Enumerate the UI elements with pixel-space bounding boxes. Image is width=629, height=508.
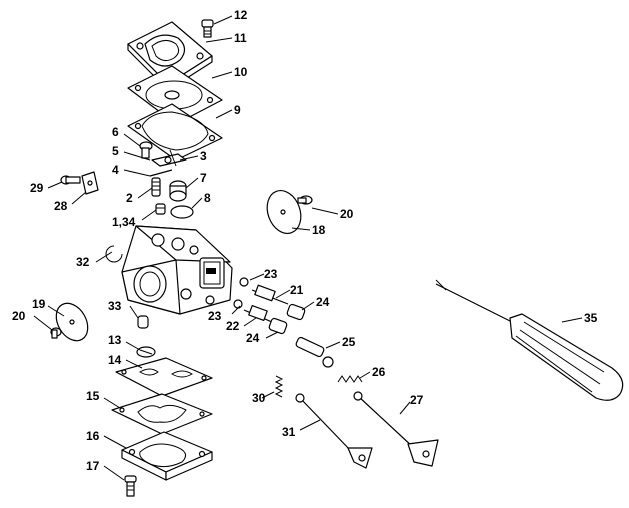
part-7-needle-seat xyxy=(169,180,187,202)
label-33: 33 xyxy=(108,299,122,313)
part-number-labels: 12 11 10 9 6 5 3 4 7 2 8 1,34 29 28 32 2… xyxy=(12,8,598,473)
label-24-lower: 24 xyxy=(246,331,260,345)
part-19-shutter xyxy=(55,302,89,342)
label-5: 5 xyxy=(112,144,119,158)
part-30-spring xyxy=(274,375,284,398)
part-22-adjusting-screw xyxy=(243,304,273,323)
label-35: 35 xyxy=(584,311,598,325)
label-7: 7 xyxy=(200,171,207,185)
part-21-adjusting-screw xyxy=(251,284,289,305)
part-20-screw-left xyxy=(50,327,62,339)
label-13: 13 xyxy=(108,333,122,347)
part-2-spring xyxy=(151,177,161,197)
part-1-34-plug xyxy=(155,203,166,215)
label-19: 19 xyxy=(32,297,46,311)
part-29-screw xyxy=(60,175,81,185)
part-9-gasket xyxy=(127,103,223,161)
label-32: 32 xyxy=(76,255,90,269)
part-18-shutter xyxy=(266,190,302,234)
part-33-bushing xyxy=(137,315,149,329)
part-25-idle-screw xyxy=(295,336,334,368)
part-27-choke-shaft xyxy=(353,391,439,467)
label-23-lower: 23 xyxy=(208,309,222,323)
label-15: 15 xyxy=(86,389,100,403)
label-8: 8 xyxy=(204,191,211,205)
part-26-spring xyxy=(337,375,363,383)
label-3: 3 xyxy=(200,149,207,163)
label-28: 28 xyxy=(54,199,68,213)
label-25: 25 xyxy=(342,335,356,349)
label-2: 2 xyxy=(126,191,133,205)
part-4-pin xyxy=(149,169,173,177)
part-3-5-lever xyxy=(151,149,187,167)
part-16-end-cover xyxy=(121,431,213,481)
label-21: 21 xyxy=(290,283,304,297)
leader-lines xyxy=(33,15,583,481)
part-31-throttle-shaft xyxy=(295,393,373,469)
label-12: 12 xyxy=(234,8,248,22)
part-14-metering-diaphragm xyxy=(115,357,213,397)
label-10: 10 xyxy=(234,65,248,79)
label-11: 11 xyxy=(234,31,247,45)
part-8-disc xyxy=(170,205,194,219)
label-6: 6 xyxy=(112,125,119,139)
part-10-diaphragm xyxy=(127,65,223,125)
label-20-right: 20 xyxy=(340,207,354,221)
label-4: 4 xyxy=(112,163,119,177)
part-17-screw xyxy=(124,475,137,497)
part-15-gasket xyxy=(111,393,213,435)
part-32-circlip xyxy=(105,245,123,263)
part-13-screen xyxy=(136,346,156,358)
label-18: 18 xyxy=(312,223,326,237)
label-24-upper: 24 xyxy=(316,295,330,309)
label-26: 26 xyxy=(372,365,386,379)
label-31: 31 xyxy=(282,425,296,439)
part-23-o-ring-lower xyxy=(233,299,243,309)
part-20-screw-right xyxy=(297,195,313,205)
part-35-screwdriver-icon xyxy=(435,279,624,401)
label-14: 14 xyxy=(108,353,122,367)
label-27: 27 xyxy=(410,393,424,407)
label-1-34: 1,34 xyxy=(112,215,136,229)
label-16: 16 xyxy=(86,429,100,443)
label-9: 9 xyxy=(234,103,241,117)
label-29: 29 xyxy=(30,181,44,195)
carburetor-body xyxy=(121,225,233,315)
label-17: 17 xyxy=(86,459,100,473)
part-23-o-ring-upper xyxy=(239,277,249,287)
label-20-left: 20 xyxy=(12,309,26,323)
label-30: 30 xyxy=(252,391,266,405)
part-24-cap-lower xyxy=(268,317,288,335)
label-22: 22 xyxy=(226,319,240,333)
part-12-screw xyxy=(201,19,214,38)
part-24-cap-upper xyxy=(286,303,306,321)
part-11-pump-cover xyxy=(127,21,213,91)
part-28-clip xyxy=(81,171,99,195)
label-23-upper: 23 xyxy=(264,267,278,281)
part-6-screw xyxy=(139,141,153,159)
